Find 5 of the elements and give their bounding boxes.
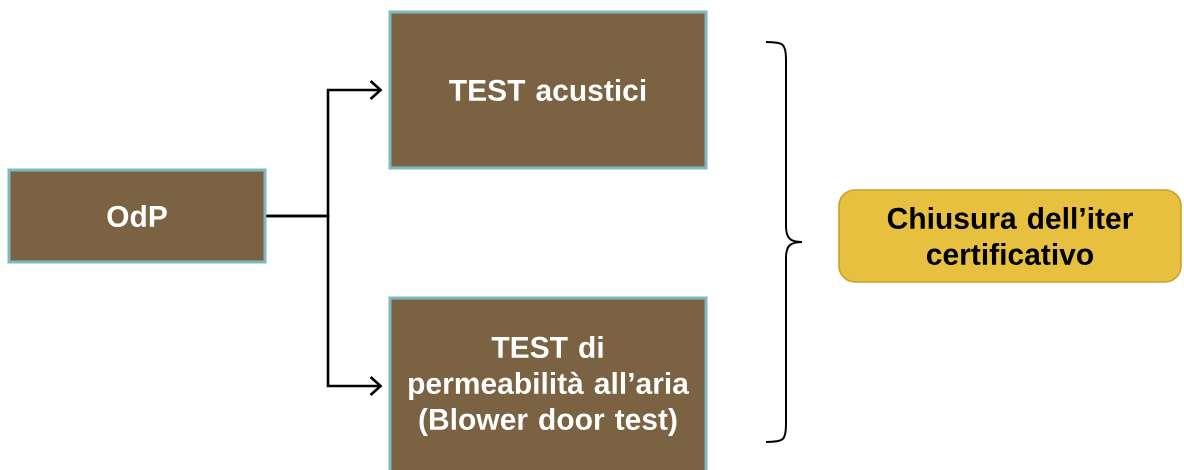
process-box: TEST di permeabilità all’aria (Blower door test) xyxy=(388,296,708,470)
process-box: TEST acustici xyxy=(388,10,708,170)
arrow xyxy=(266,214,383,396)
process-box: OdP xyxy=(7,168,267,264)
result-box: Chiusura dell’iter certificativo xyxy=(838,189,1182,283)
